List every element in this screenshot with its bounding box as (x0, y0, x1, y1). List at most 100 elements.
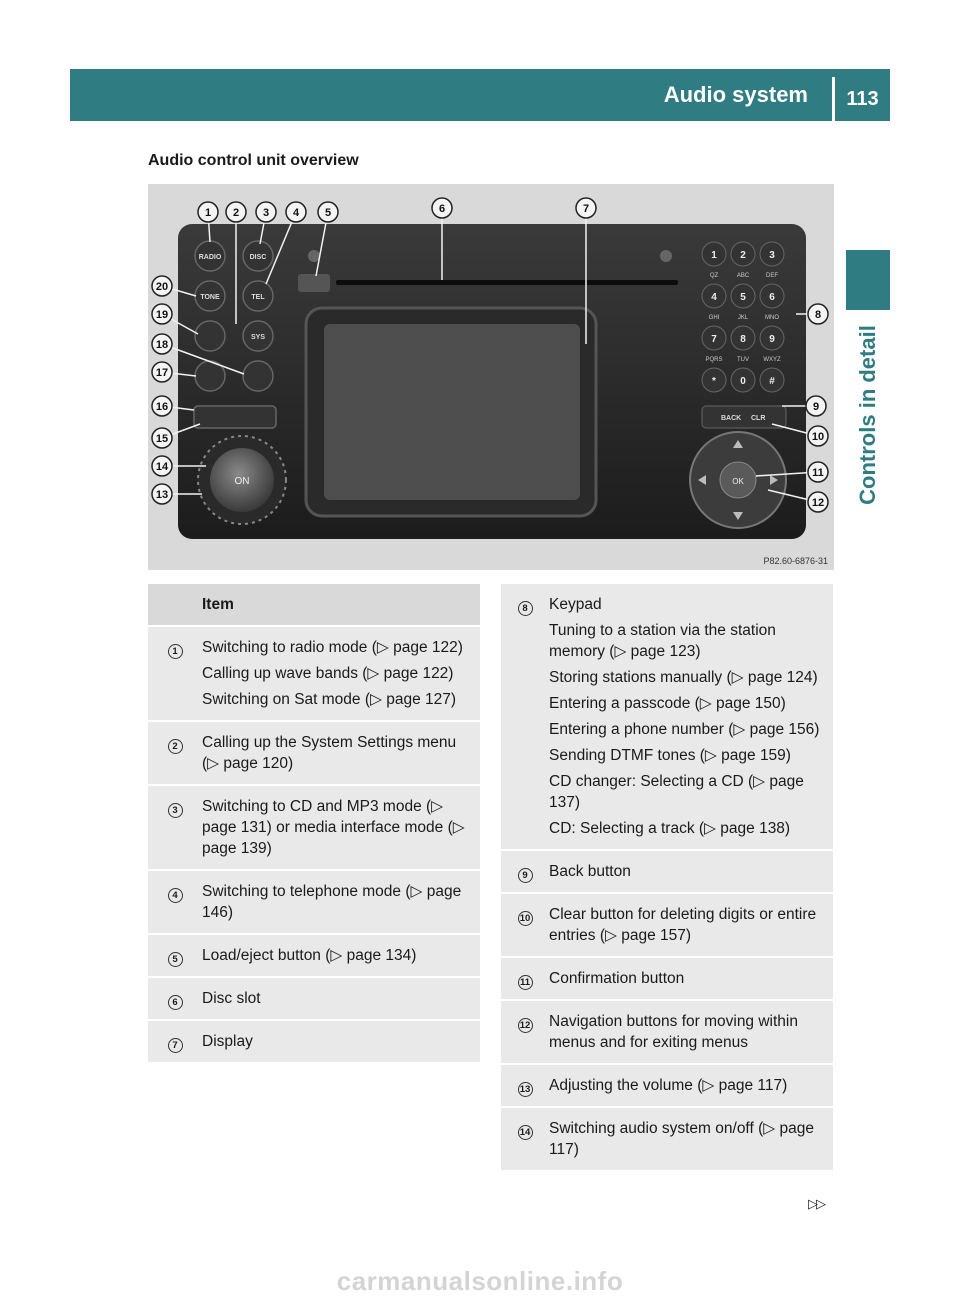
section-tab-label: Controls in detail (855, 325, 880, 505)
callout-number: 15 (156, 433, 168, 445)
callout-circle (151, 427, 173, 449)
item-number-circle: 11 (517, 975, 533, 990)
item-number: 9 (501, 850, 549, 894)
item-description: Back button (549, 850, 833, 894)
keypad-key (759, 367, 785, 393)
callout-circle (431, 197, 453, 219)
callout-number: 11 (812, 467, 824, 479)
continue-marker: ▷▷ (808, 1196, 826, 1211)
keypad-key-letters: MNO (765, 315, 779, 321)
item-number: 8 (501, 584, 549, 851)
keypad-key-label: 8 (740, 334, 746, 345)
description-line: Clear button for deleting digits or enti… (549, 906, 817, 944)
keypad-key (730, 241, 756, 267)
keypad-key (759, 325, 785, 351)
keypad-key-letters: ABC (737, 273, 750, 279)
item-description: Adjusting the volume (▷ page 117) (549, 1064, 833, 1108)
item-number-circle: 2 (167, 739, 183, 754)
volume-knob (210, 448, 274, 512)
keypad-key-letters: GHI (709, 315, 720, 321)
item-number-circle: 6 (167, 995, 183, 1010)
keypad-key (759, 283, 785, 309)
callout-circle (151, 483, 173, 505)
callout-number: 1 (205, 207, 211, 219)
description-line: Calling up the System Settings menu (▷ p… (202, 734, 457, 772)
clr-label: CLR (751, 415, 765, 422)
description-line: Load/eject button (▷ page 134) (202, 947, 417, 964)
item-number-circle: 10 (517, 911, 533, 926)
sys-button-label: SYS (251, 334, 265, 341)
callout-circle (151, 333, 173, 355)
description-line: CD changer: Selecting a CD (▷ page 137) (549, 773, 804, 811)
callout-circle (151, 275, 173, 297)
figure-code: P82.60-6876-31 (763, 556, 828, 566)
callout-circle (151, 361, 173, 383)
keypad-key-label: 2 (740, 250, 746, 261)
item-number: 14 (501, 1107, 549, 1172)
keypad-key (701, 325, 727, 351)
display-screen (324, 324, 580, 500)
page-number: 113 (846, 88, 879, 110)
section-tab: Controls in detail (846, 310, 890, 520)
radio-button-label: RADIO (199, 254, 222, 261)
callout-number: 2 (233, 207, 239, 219)
description-line: Back button (549, 863, 631, 880)
item-description: Switching to CD and MP3 mode (▷ page 131… (202, 785, 480, 871)
item-number: 4 (148, 870, 202, 935)
item-number: 7 (148, 1020, 202, 1064)
item-description: Display (202, 1020, 480, 1064)
item-number-circle: 3 (167, 803, 183, 818)
callout-circle (151, 395, 173, 417)
skip-buttons (193, 405, 277, 429)
item-number-circle: 14 (517, 1125, 533, 1140)
item-number: 6 (148, 977, 202, 1021)
callout-circle (285, 201, 307, 223)
callout-number: 18 (156, 339, 168, 351)
callout-leader (315, 211, 329, 277)
on-label: ON (235, 476, 250, 487)
description-line: Confirmation button (549, 970, 685, 987)
callout-number: 10 (812, 431, 824, 443)
keypad-key (730, 367, 756, 393)
keypad-key-label: 4 (711, 292, 717, 303)
description-line: Storing stations manually (▷ page 124) (549, 669, 818, 686)
audio-unit-illustration: RADIO DISC TONE TEL SYS ON 1QZ2ABC3DEF4G… (151, 197, 829, 566)
item-description: Load/eject button (▷ page 134) (202, 934, 480, 978)
call-button (242, 360, 274, 392)
table-row: 11 Confirmation button (501, 957, 833, 1001)
tel-button (242, 280, 274, 312)
description-line: CD: Selecting a track (▷ page 138) (549, 820, 791, 837)
keypad-key-letters: TUV (737, 357, 749, 363)
item-description: Navigation buttons for moving within men… (549, 1000, 833, 1065)
item-number-circle: 7 (167, 1038, 183, 1053)
back-label: BACK (721, 415, 741, 422)
callout-number: 6 (439, 203, 445, 215)
keypad-key (701, 283, 727, 309)
page-header: Audio system 113 (70, 69, 890, 121)
disc-button-label: DISC (250, 254, 267, 261)
callout-circle (807, 491, 829, 513)
callout-circle (807, 303, 829, 325)
description-line: Adjusting the volume (▷ page 117) (549, 1077, 788, 1094)
ok-label: OK (732, 477, 744, 486)
callout-circle (151, 303, 173, 325)
description-line: Tuning to a station via the station memo… (549, 622, 776, 660)
callout-circle (317, 201, 339, 223)
keypad-key-label: 5 (740, 292, 746, 303)
item-description: Switching to radio mode (▷ page 122)Call… (202, 626, 480, 722)
description-line: Display (202, 1033, 253, 1050)
description-line: Sending DTMF tones (▷ page 159) (549, 747, 791, 764)
callout-circle (807, 425, 829, 447)
keypad-key (701, 241, 727, 267)
callout-number: 19 (156, 309, 168, 321)
back-clr-buttons (701, 405, 787, 429)
callout-number: 4 (293, 207, 300, 219)
item-number: 2 (148, 721, 202, 786)
